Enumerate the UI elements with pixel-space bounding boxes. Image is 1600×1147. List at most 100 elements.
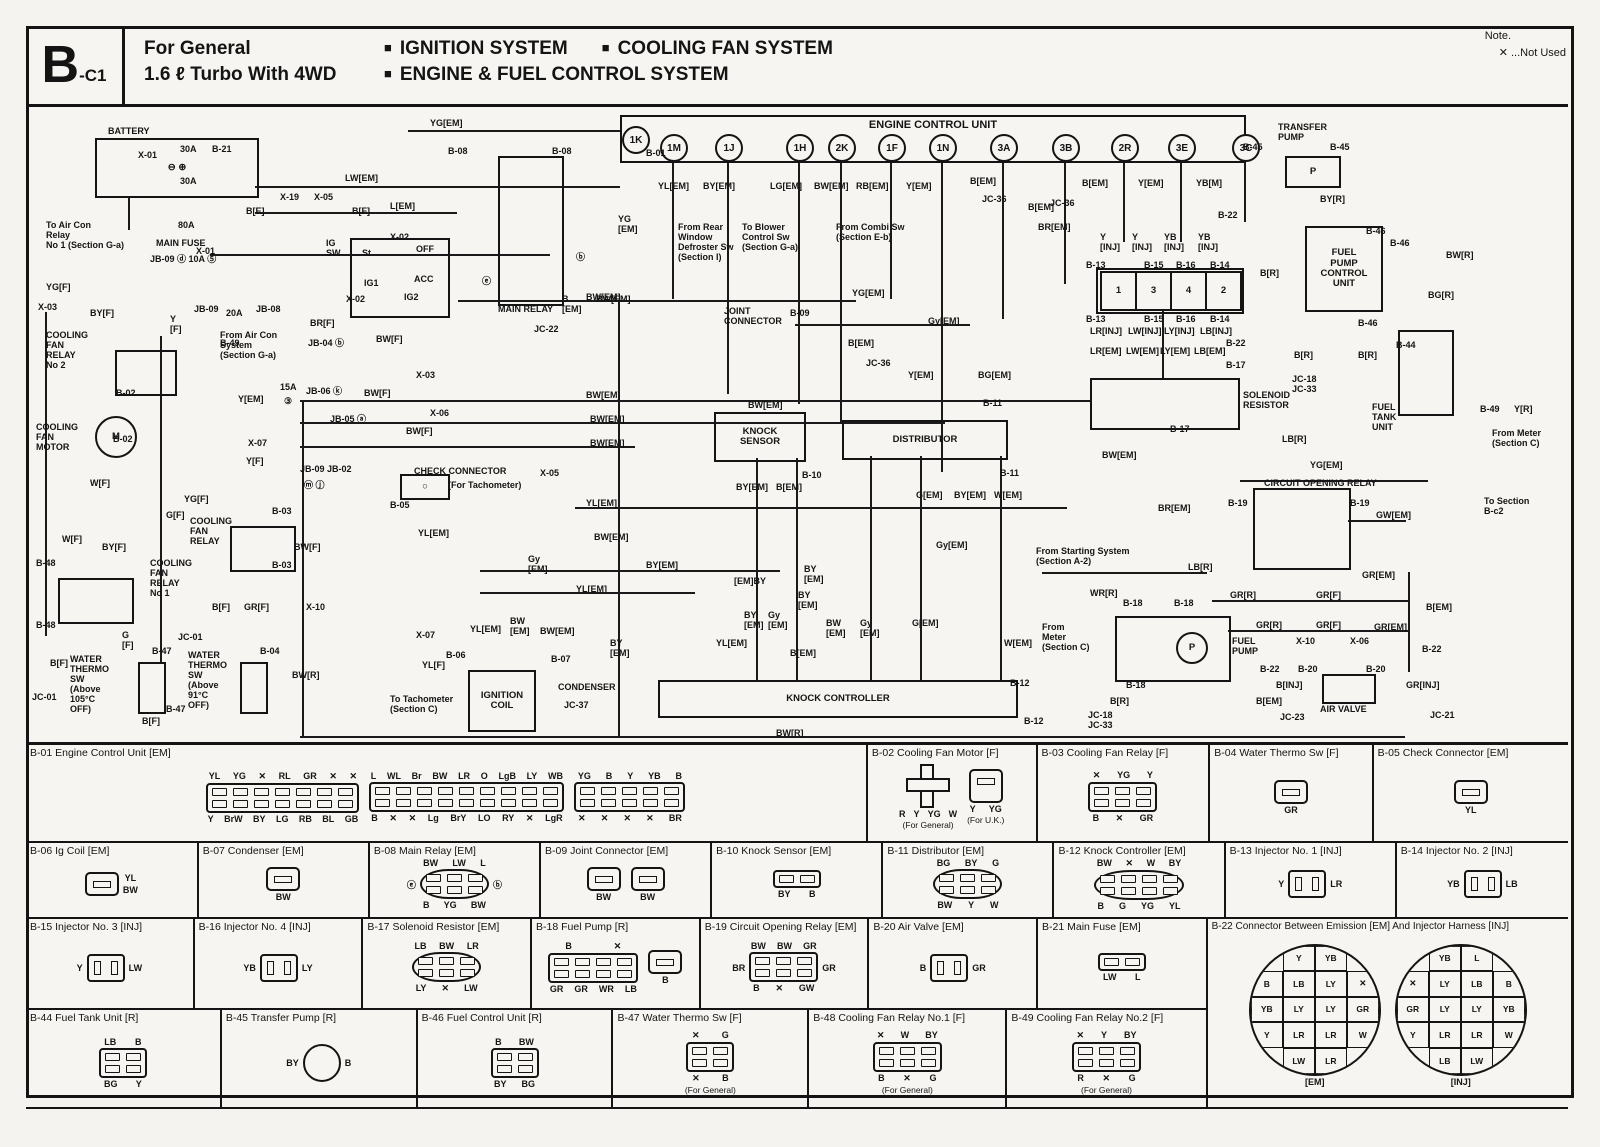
connector-note: (For U.K.) <box>967 815 1005 825</box>
pin-label: B <box>753 983 760 994</box>
pin-label: YL <box>1465 804 1477 815</box>
pin-row <box>692 1059 729 1068</box>
wire-label: B-48 <box>36 558 56 568</box>
pin-label: BW <box>518 1036 534 1047</box>
wire-segment <box>920 456 922 680</box>
connector-pin <box>1136 787 1152 795</box>
wire-label: JOINT CONNECTOR <box>724 306 782 327</box>
pin-row <box>1078 1047 1135 1056</box>
diagram-frame <box>26 26 1574 1098</box>
pin-row <box>939 886 997 894</box>
wire-label: LY[EM] <box>1160 346 1191 356</box>
wire-label: BW[EM] <box>586 390 621 400</box>
wire-label: JB-09 <box>194 304 219 314</box>
ecu-pin-3A: 3A <box>990 134 1018 162</box>
wire-label: B[R] <box>1358 350 1377 360</box>
wire-segment <box>870 456 872 680</box>
wire-label: B-02 <box>116 388 136 398</box>
wire-label: COOLING FAN MOTOR <box>36 422 78 453</box>
b22-grid-cell <box>1493 1048 1525 1074</box>
connector-glyph <box>259 953 298 982</box>
wire-label: BY[EM] <box>646 560 678 570</box>
wire-label: X-02 <box>390 232 410 242</box>
pin-row <box>692 1047 729 1056</box>
wire-label: BW[F] <box>364 388 391 398</box>
pin-label: YG <box>443 900 457 910</box>
wire-label: B-11 <box>1000 468 1020 478</box>
pin-label: ✕ <box>349 770 358 781</box>
wire-label: B-18 <box>1126 680 1146 690</box>
wire-label: YG[F] <box>184 494 209 504</box>
connector-note: (For General) <box>902 820 954 830</box>
wire-label: B-03 <box>272 560 292 570</box>
ecu-pin-1M: 1M <box>660 134 688 162</box>
wire-label: LR[INJ] <box>1090 326 1122 336</box>
wire-label: BW[EM] <box>590 438 625 448</box>
wire-segment <box>255 186 620 188</box>
pin-label: LR <box>458 770 471 781</box>
wire-label: 20A <box>226 308 243 318</box>
connector-glyph <box>930 953 969 982</box>
distributor-box: DISTRIBUTOR <box>842 420 1008 460</box>
wire-segment <box>1000 456 1002 680</box>
wire-label: COOLING FAN RELAY <box>190 516 232 547</box>
connector-pin <box>459 786 475 795</box>
connector-pin <box>981 886 997 894</box>
wire-label: GW[EM] <box>1376 510 1411 520</box>
pin-row <box>878 1059 936 1068</box>
connector-pin <box>104 1052 120 1061</box>
header: B -C1 For General 1.6 ℓ Turbo With 4WD ■… <box>26 26 1568 107</box>
connector-pin <box>601 786 617 795</box>
wire-label: BY [EM] <box>798 590 818 611</box>
wire-label: 30A <box>180 176 197 186</box>
wire-label: B-22 <box>1422 644 1442 654</box>
ecu-pin-1K: 1K <box>622 126 650 154</box>
bullet-icon: ■ <box>384 66 392 81</box>
wire-segment <box>890 154 892 299</box>
connector-pin <box>878 1047 894 1056</box>
pin-labels-bottom: ✕✕✕✕BR <box>574 813 685 824</box>
wire-segment <box>45 312 47 636</box>
main-relay-box <box>498 156 564 306</box>
fuel-pump-p-circle: P <box>1176 632 1208 664</box>
pin-row <box>375 798 559 807</box>
pin-label: B <box>675 770 683 781</box>
wire-label: B-19 <box>1350 498 1370 508</box>
connector-note: (For General) <box>881 1085 933 1096</box>
wire-label: ⓔ <box>482 276 492 286</box>
pin-label: GR <box>1284 804 1298 815</box>
connector-pin <box>439 957 455 966</box>
connector-pin <box>755 969 771 978</box>
wire-label: BW[EM] <box>540 626 575 636</box>
wire-segment <box>795 324 970 326</box>
connector-pin <box>517 1052 533 1061</box>
pin-row <box>1094 799 1152 807</box>
b22-grid-cell: LB <box>1282 971 1315 997</box>
cross-glyph <box>906 764 951 808</box>
wire-label: B-02 <box>113 434 133 444</box>
b22-grid-cell: YB <box>1492 996 1525 1023</box>
connector-pin <box>425 874 441 882</box>
wire-label: BW[EM] <box>586 292 621 302</box>
pin-label: Y <box>1101 1030 1108 1041</box>
connector-pin <box>125 1052 141 1061</box>
pin-label: W <box>900 1030 910 1041</box>
pin-label-left: YB <box>1447 879 1460 889</box>
wire-label: YL[EM] <box>658 181 689 191</box>
pin-label: W <box>1146 857 1156 868</box>
